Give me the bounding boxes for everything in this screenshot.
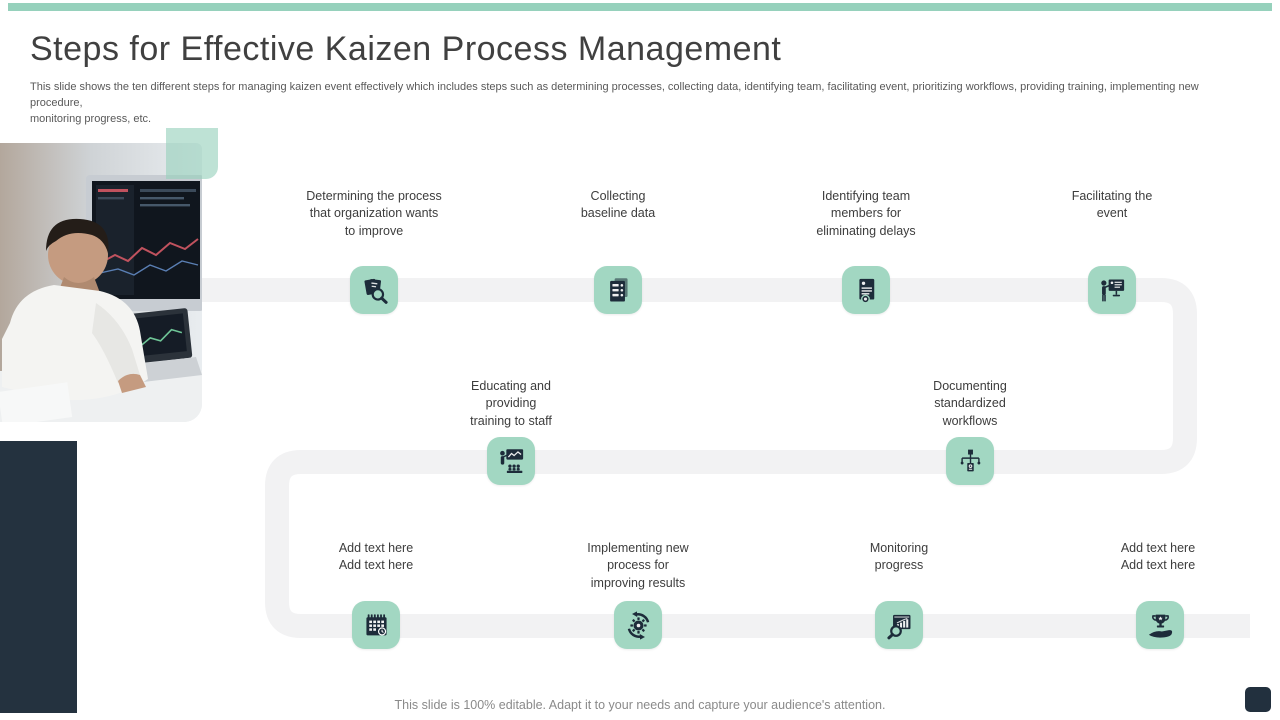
accent-square-overlay bbox=[166, 128, 218, 179]
documents-search-icon[interactable] bbox=[350, 266, 398, 314]
workflow-chart-icon[interactable] bbox=[946, 437, 994, 485]
photo-office-worker bbox=[0, 143, 202, 422]
page-title: Steps for Effective Kaizen Process Manag… bbox=[30, 30, 782, 68]
left-accent-rectangle bbox=[0, 441, 77, 713]
step-label-2[interactable]: Collecting baseline data bbox=[580, 189, 656, 221]
training-session-icon[interactable] bbox=[487, 437, 535, 485]
step-label-6[interactable]: Documenting standardized workflows bbox=[933, 379, 1007, 428]
step-label-5[interactable]: Educating and providing training to staf… bbox=[470, 379, 552, 428]
papers bbox=[0, 382, 73, 422]
trophy-hand-icon[interactable] bbox=[1136, 601, 1184, 649]
footer-note: This slide is 100% editable. Adapt it to… bbox=[394, 698, 886, 712]
trading-monitor bbox=[86, 175, 202, 311]
chart-magnifier-icon[interactable] bbox=[875, 601, 923, 649]
step-label-4[interactable]: Facilitating the event bbox=[1071, 189, 1153, 221]
man-silhouette bbox=[2, 218, 148, 401]
presenter-board-icon[interactable] bbox=[1088, 266, 1136, 314]
top-accent-bar bbox=[8, 3, 1272, 11]
bottom-right-accent-square bbox=[1245, 687, 1271, 712]
step-label-9[interactable]: Monitoring progress bbox=[869, 541, 929, 573]
step-label-10[interactable]: Add text here Add text here bbox=[1120, 541, 1196, 573]
certificate-profile-icon[interactable] bbox=[842, 266, 890, 314]
step-label-8[interactable]: Implementing new process for improving r… bbox=[587, 541, 689, 590]
calendar-clock-icon[interactable] bbox=[352, 601, 400, 649]
step-label-7[interactable]: Add text here Add text here bbox=[338, 541, 414, 573]
gear-cycle-icon[interactable] bbox=[614, 601, 662, 649]
slide-description: This slide shows the ten different steps… bbox=[30, 81, 1199, 125]
checklist-pages-icon[interactable] bbox=[594, 266, 642, 314]
step-label-3[interactable]: Identifying team members for eliminating… bbox=[816, 189, 916, 238]
step-label-1[interactable]: Determining the process that organizatio… bbox=[306, 189, 442, 238]
